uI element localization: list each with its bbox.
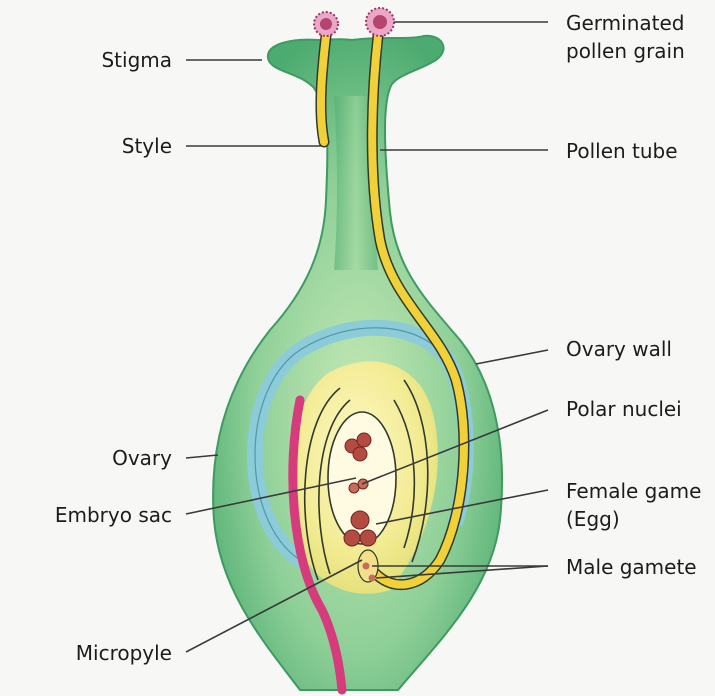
label-polar-nuclei: Polar nuclei [566,397,682,421]
micropyle-strand [288,395,347,695]
label-germinated-line1: Germinated [566,11,685,35]
label-female-gamete-line1: Female game [566,479,701,503]
leader-ovary [185,454,219,459]
label-ovary: Ovary [112,446,172,470]
label-pollen-tube: Pollen tube [566,139,678,163]
leader-female-gamete [375,489,549,525]
leader-micropyle [185,559,363,653]
inner-integument-1 [303,387,341,581]
inner-integument-2 [318,399,351,575]
inner-integument-3 [403,379,429,563]
pollen-grain-left [313,11,339,37]
leader-ovary-wall [475,349,549,365]
polar-nuclei [348,478,369,494]
label-style: Style [122,134,172,158]
label-ovary-wall: Ovary wall [566,337,672,361]
leader-polar-nuclei [361,409,549,485]
label-stigma: Stigma [101,48,172,72]
male-gametes [357,549,379,583]
label-male-gamete: Male gamete [566,555,697,579]
label-germinated-line2: pollen grain [566,39,685,63]
leader-male-gamete-2 [375,565,549,579]
label-micropyle: Micropyle [76,641,172,665]
label-female-gamete-line2: (Egg) [566,507,620,531]
short-pollen-tube-fill [316,32,330,146]
pollen-grain-right [365,7,395,37]
antipodal-cells [344,432,372,462]
leader-embryo-sac [185,477,357,515]
label-embryo-sac: Embryo sac [55,503,172,527]
egg-apparatus [343,510,377,547]
inner-integument-4 [393,399,416,549]
